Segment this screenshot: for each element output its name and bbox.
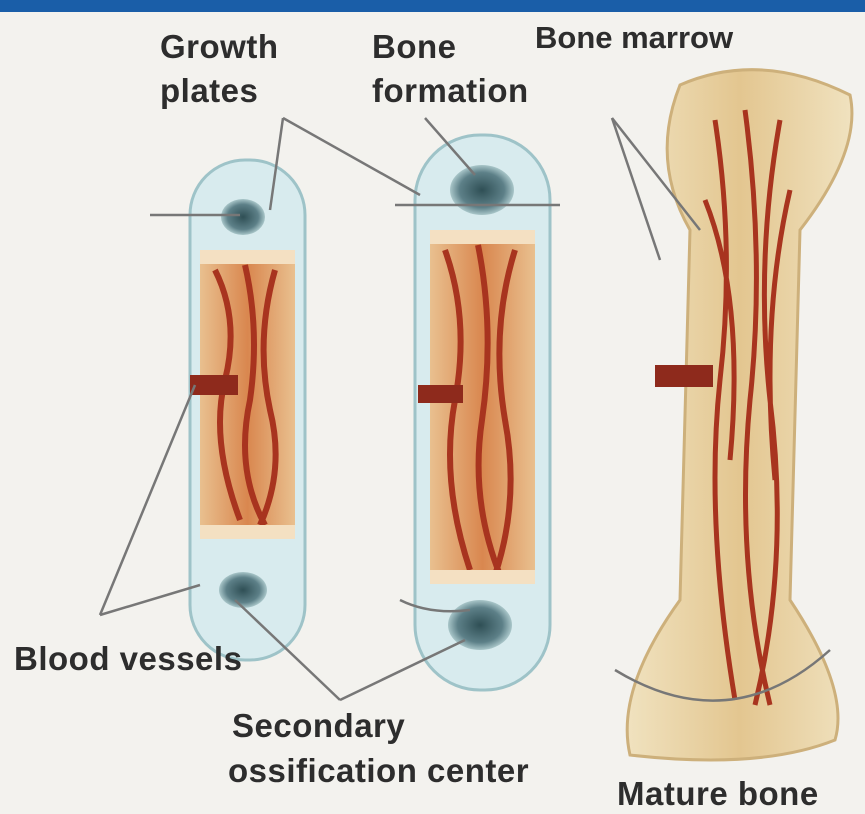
bone-formation-top (450, 165, 514, 215)
label-growth-plates-1: Growth (160, 28, 278, 65)
developing-bone (415, 135, 550, 690)
blood-vessel-entry (190, 375, 238, 395)
secondary-ossification-center-top (221, 199, 265, 235)
label-secondary-2: ossification center (228, 752, 529, 789)
label-secondary-1: Secondary (232, 707, 405, 744)
label-mature-bone: Mature bone (617, 775, 819, 812)
label-bone-marrow: Bone marrow (535, 20, 734, 55)
secondary-ossification-center-bottom (219, 572, 267, 608)
mature-bone-shape (627, 70, 852, 760)
label-growth-plates-2: plates (160, 72, 258, 109)
label-bone-formation-2: formation (372, 72, 529, 109)
label-bone-formation-1: Bone (372, 28, 457, 65)
label-blood-vessels: Blood vessels (14, 640, 242, 677)
young-bone (190, 160, 305, 660)
